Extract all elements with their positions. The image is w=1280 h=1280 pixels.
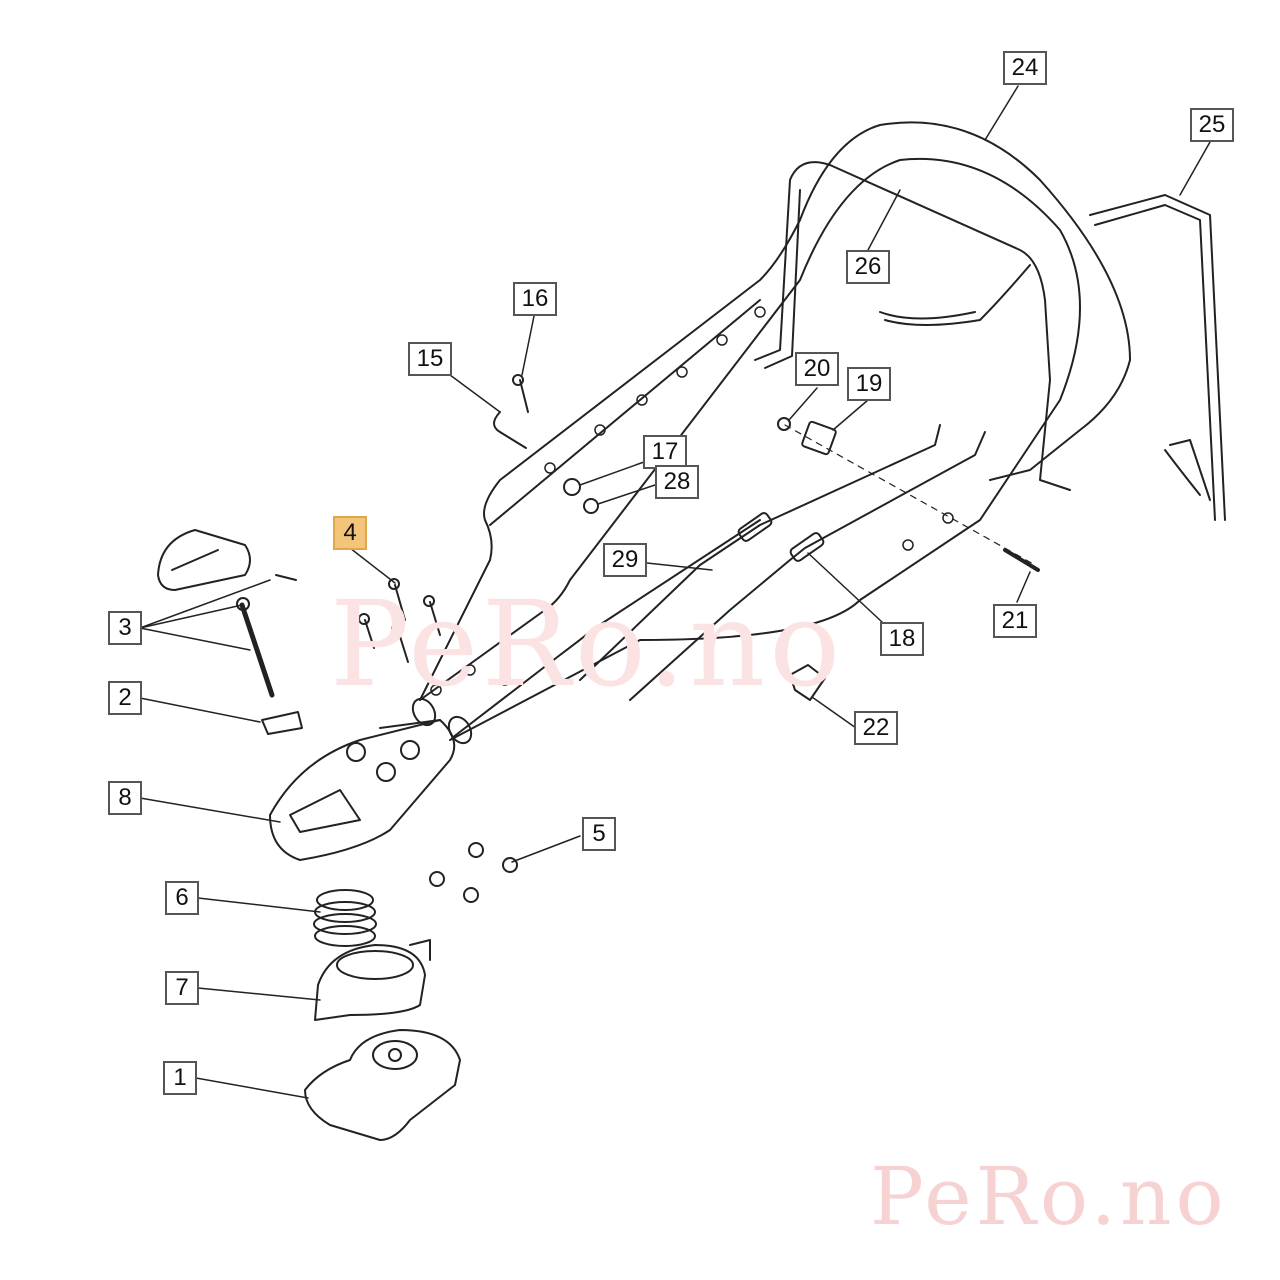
callout-7: 7 — [165, 971, 199, 1005]
nut-part-20 — [777, 417, 791, 431]
callout-20: 20 — [795, 352, 839, 386]
spring-part-6 — [313, 889, 377, 947]
callout-21: 21 — [993, 604, 1037, 638]
bracket-part-1 — [304, 1029, 461, 1141]
callout-3: 3 — [108, 611, 142, 645]
bail-bar — [754, 161, 1071, 491]
callout-4: 4 — [333, 516, 367, 550]
callout-25: 25 — [1190, 108, 1234, 142]
pin-part-16 — [519, 379, 529, 413]
housing-part-7 — [314, 939, 431, 1021]
callout-28: 28 — [655, 465, 699, 499]
lever-part-3 — [157, 529, 297, 698]
leader-lines — [139, 85, 1211, 1099]
callout-6: 6 — [165, 881, 199, 915]
callout-15: 15 — [408, 342, 452, 376]
callout-16: 16 — [513, 282, 557, 316]
callout-26: 26 — [846, 250, 890, 284]
handle-tube — [411, 121, 1131, 745]
rod — [1089, 194, 1226, 521]
washer-part-17 — [563, 478, 581, 496]
nuts-part-5 — [429, 842, 518, 903]
callout-5: 5 — [582, 817, 616, 851]
callout-1: 1 — [163, 1061, 197, 1095]
callout-24: 24 — [1003, 51, 1047, 85]
callout-18: 18 — [880, 622, 924, 656]
callout-8: 8 — [108, 781, 142, 815]
clip-part-15 — [493, 411, 527, 449]
bolt-part-21 — [1003, 548, 1040, 572]
cables — [579, 424, 986, 701]
screws-part-4 — [358, 578, 441, 663]
plate-part-2 — [261, 711, 303, 735]
handle-base-part-8 — [269, 719, 456, 861]
callout-29: 29 — [603, 543, 647, 577]
callout-17: 17 — [643, 435, 687, 469]
block-part-19 — [801, 420, 837, 456]
callout-22: 22 — [854, 711, 898, 745]
clamp-part-22 — [789, 664, 826, 701]
callout-2: 2 — [108, 681, 142, 715]
callout-19: 19 — [847, 367, 891, 401]
nut-part-28 — [583, 498, 599, 514]
